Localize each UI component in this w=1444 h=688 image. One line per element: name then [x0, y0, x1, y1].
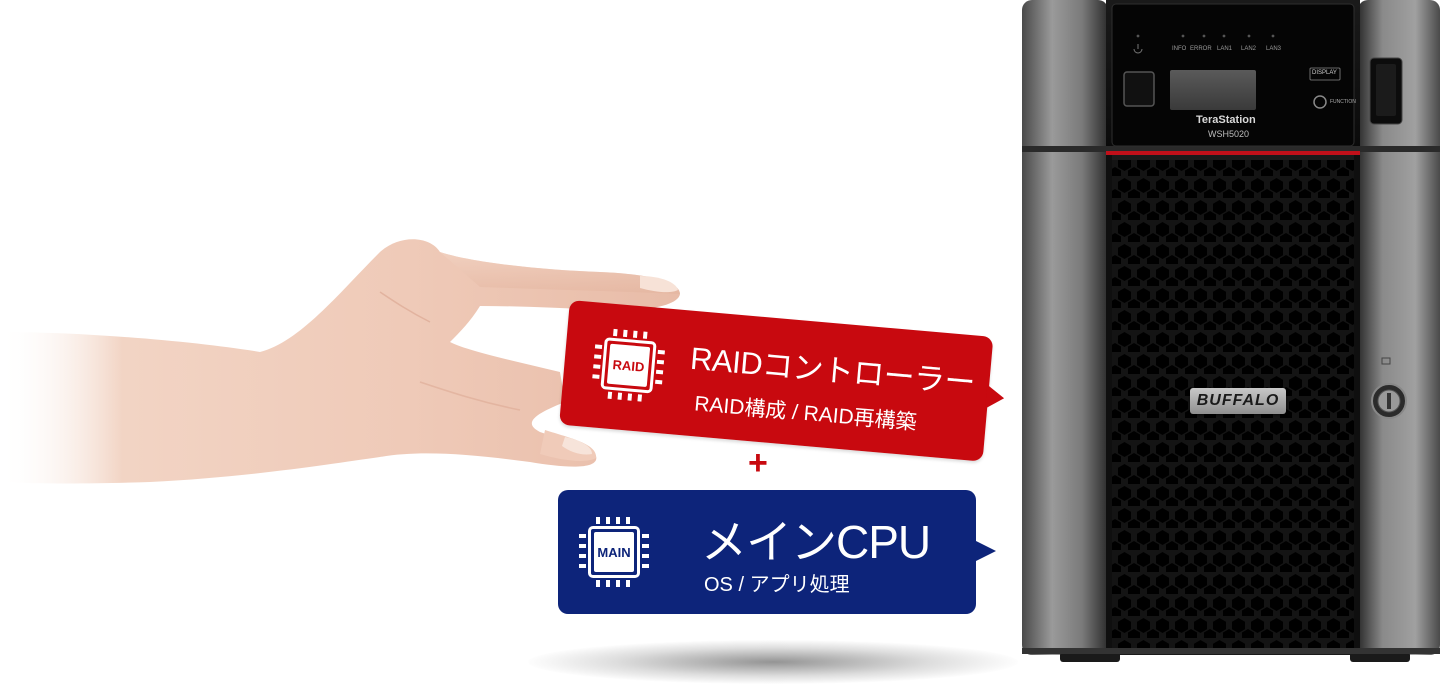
led-label-info: INFO: [1172, 46, 1187, 52]
plus-sign: +: [748, 444, 768, 482]
raid-chip-icon: RAID: [590, 326, 668, 404]
led-label-error: ERROR: [1190, 46, 1212, 52]
model-number: WSH5020: [1208, 129, 1250, 139]
main-cpu-card: MAIN メインCPU OS / アプリ処理: [558, 490, 996, 614]
led-label-lan1: LAN1: [1217, 46, 1233, 52]
nas-device: INFO ERROR LAN1 LAN2 LAN3 DISPLAY FUNCTI…: [1020, 0, 1440, 668]
main-chip-icon: MAIN: [578, 516, 650, 588]
floor-shadow: [528, 640, 1018, 684]
main-card-pointer: [974, 540, 996, 562]
led-label-lan2: LAN2: [1241, 46, 1257, 52]
raid-chip-label: RAID: [606, 343, 651, 388]
main-card-subtitle: OS / アプリ処理: [704, 574, 850, 596]
function-button-label: FUNCTION: [1330, 99, 1356, 105]
main-chip-label: MAIN: [594, 532, 634, 572]
nas-body: [1022, 0, 1440, 662]
model-name: TeraStation: [1196, 114, 1256, 126]
raid-card-pointer: [985, 384, 1006, 411]
hand-image: [0, 239, 680, 484]
led-label-lan3: LAN3: [1266, 46, 1282, 52]
power-icon: [1133, 44, 1143, 54]
lock-icon: [1371, 383, 1407, 419]
main-card-title: メインCPU: [701, 516, 931, 568]
display-button-label: DISPLAY: [1312, 70, 1337, 76]
buffalo-logo: BUFFALO: [1190, 388, 1286, 414]
